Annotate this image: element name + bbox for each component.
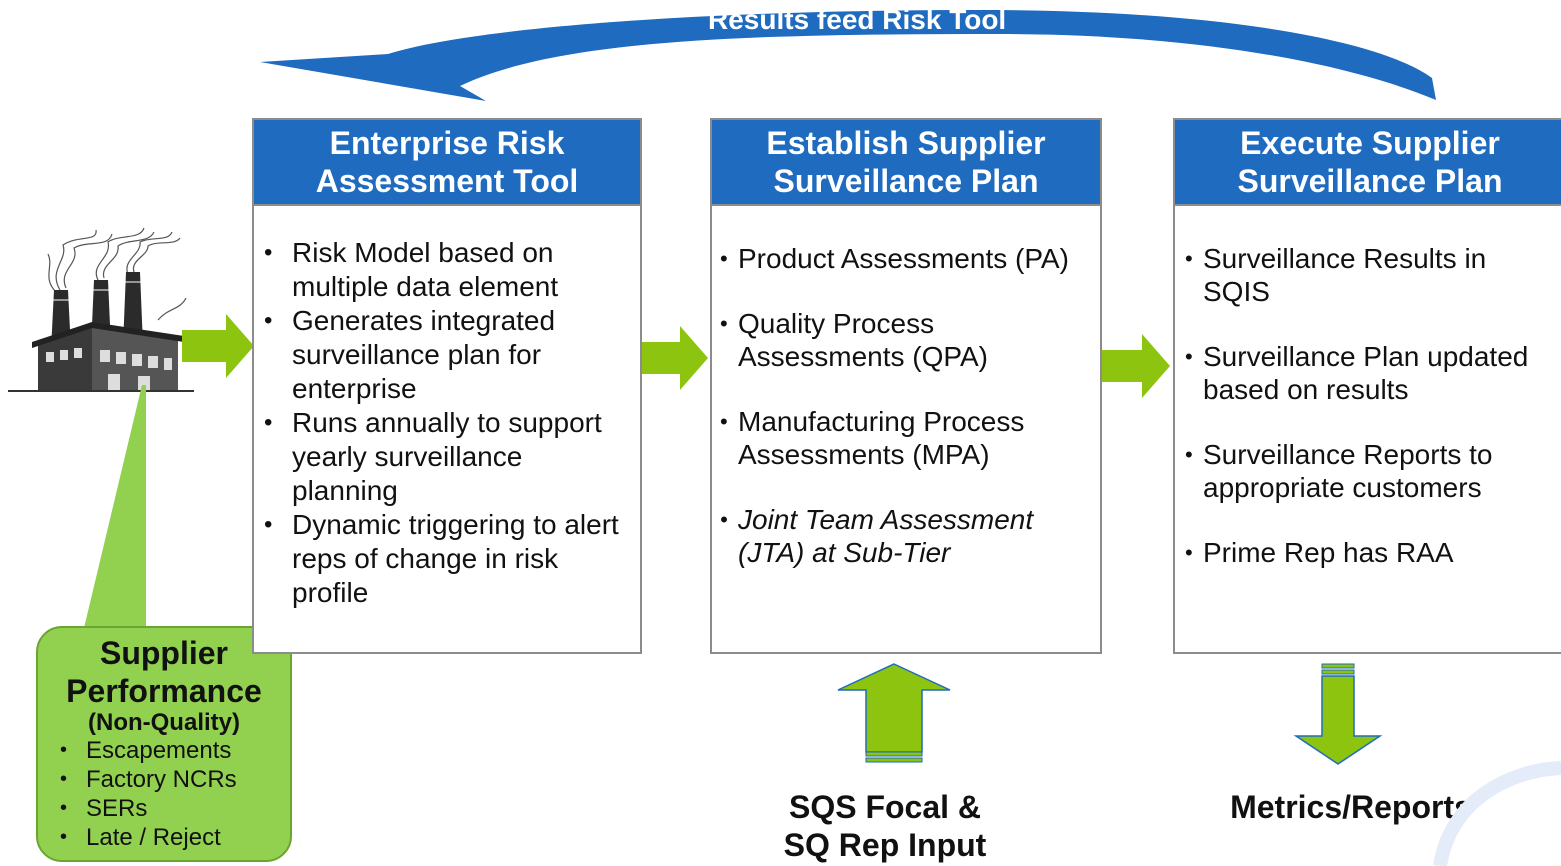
risk-tool-body: Risk Model based on multiple data elemen… <box>254 206 640 652</box>
arrow-establish-to-execute <box>1100 334 1170 398</box>
supplier-performance-title-1: Supplier <box>99 635 228 671</box>
list-item: Risk Model based on multiple data elemen… <box>254 236 634 304</box>
risk-tool-title-2: Assessment Tool <box>315 163 579 199</box>
supplier-callout-pointer <box>84 385 146 628</box>
list-item: Quality Process Assessments (QPA) <box>720 307 1090 373</box>
establish-plan-title-2: Surveillance Plan <box>773 163 1039 199</box>
list-item: Dynamic triggering to alert reps of chan… <box>254 508 634 610</box>
supplier-performance-title-2: Performance <box>66 673 262 709</box>
execute-plan-header: Execute Supplier Surveillance Plan <box>1175 120 1561 206</box>
sqs-input-label: SQS Focal & SQ Rep Input <box>740 788 1030 864</box>
arrow-down-metrics <box>1293 663 1383 765</box>
risk-tool-title-1: Enterprise Risk <box>329 125 565 161</box>
list-item: SERs <box>60 794 237 823</box>
sqs-input-label-2: SQ Rep Input <box>783 827 987 863</box>
feedback-arrow-label: Results feed Risk Tool <box>708 4 1007 35</box>
list-item: Runs annually to support yearly surveill… <box>254 406 634 508</box>
establish-plan-body: Product Assessments (PA) Quality Process… <box>712 206 1100 652</box>
risk-tool-box: Enterprise Risk Assessment Tool Risk Mod… <box>252 118 642 654</box>
list-item: Surveillance Plan updated based on resul… <box>1185 340 1557 406</box>
list-item: Generates integrated surveillance plan f… <box>254 304 634 406</box>
list-item: Surveillance Reports to appropriate cust… <box>1185 438 1557 504</box>
execute-plan-title-2: Surveillance Plan <box>1237 163 1503 199</box>
list-item: Late / Reject <box>60 823 237 852</box>
establish-plan-header: Establish Supplier Surveillance Plan <box>712 120 1100 206</box>
sqs-input-label-1: SQS Focal & <box>788 789 982 825</box>
supplier-performance-subtitle: (Non-Quality) <box>88 709 240 736</box>
supplier-performance-box: Supplier Performance (Non-Quality) Escap… <box>36 626 292 862</box>
metrics-reports-label: Metrics/Reports <box>1230 789 1472 825</box>
list-item: Product Assessments (PA) <box>720 242 1090 275</box>
establish-plan-list: Product Assessments (PA) Quality Process… <box>720 242 1090 569</box>
arrow-up-sqs-input <box>837 663 951 763</box>
decorative-arc <box>1433 761 1561 866</box>
risk-tool-list: Risk Model based on multiple data elemen… <box>254 236 634 610</box>
arrow-risk-tool-to-establish <box>638 326 708 390</box>
list-item: Manufacturing Process Assessments (MPA) <box>720 405 1090 471</box>
establish-plan-box: Establish Supplier Surveillance Plan Pro… <box>710 118 1102 654</box>
execute-plan-body: Surveillance Results in SQIS Surveillanc… <box>1175 206 1561 652</box>
risk-tool-header: Enterprise Risk Assessment Tool <box>254 120 640 206</box>
execute-plan-title-1: Execute Supplier <box>1240 125 1500 161</box>
feedback-arrow <box>260 10 1436 101</box>
execute-plan-list: Surveillance Results in SQIS Surveillanc… <box>1185 242 1557 569</box>
execute-plan-box: Execute Supplier Surveillance Plan Surve… <box>1173 118 1561 654</box>
list-item: Joint Team Assessment (JTA) at Sub-Tier <box>720 503 1090 569</box>
list-item: Surveillance Results in SQIS <box>1185 242 1557 308</box>
arrow-factory-to-risk-tool <box>182 314 254 378</box>
list-item: Escapements <box>60 736 237 765</box>
establish-plan-title-1: Establish Supplier <box>766 125 1046 161</box>
supplier-performance-list: Escapements Factory NCRs SERs Late / Rej… <box>60 736 237 852</box>
list-item: Factory NCRs <box>60 765 237 794</box>
list-item: Prime Rep has RAA <box>1185 536 1557 569</box>
factory-icon <box>8 227 194 392</box>
